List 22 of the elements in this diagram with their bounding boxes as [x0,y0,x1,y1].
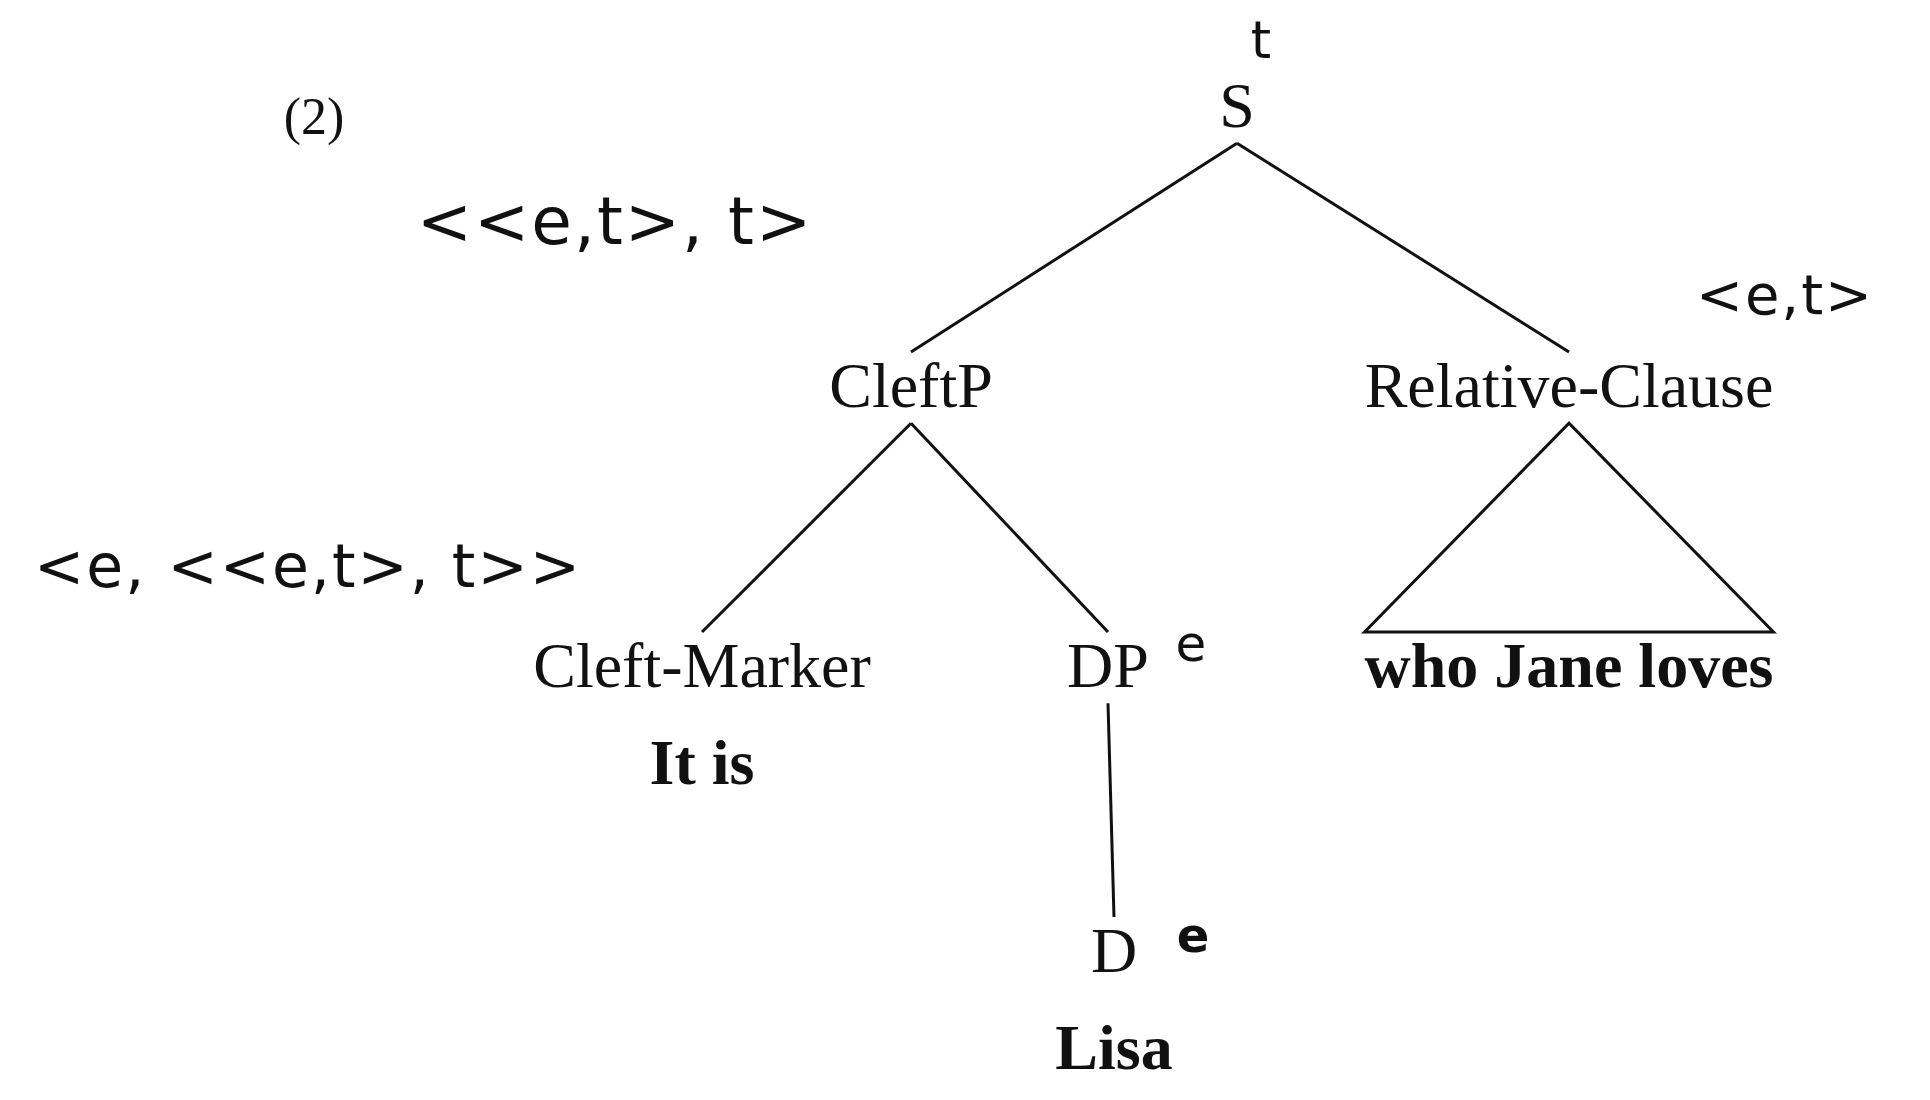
example-word: Lisa [1055,1014,1173,1082]
type-annotation: e [1175,619,1209,669]
node-label: CleftP [829,352,993,420]
type-annotation: <<e,t>, t> [416,189,814,255]
node-label: who Jane loves [1364,632,1774,700]
node-label: Relative-Clause [1364,352,1774,420]
type-annotation: <e,t> [1695,267,1875,323]
tree-branch [910,141,1238,354]
type-annotation: <e, <<e,t>, t>> [34,536,582,596]
type-annotation: e [1176,911,1212,959]
node-label: DP [1067,632,1149,700]
tree-branch [1106,703,1116,918]
node-label: S [1219,72,1255,140]
example-word: It is [649,729,755,797]
type-annotation: t [1250,14,1274,66]
example-number: (2) [283,91,345,143]
node-label: D [1090,917,1138,985]
tree-branch [700,422,913,634]
node-label: Cleft-Marker [533,632,871,700]
tree-branch [1236,141,1570,354]
triangle [1361,421,1777,634]
tree-branch [909,422,1110,634]
